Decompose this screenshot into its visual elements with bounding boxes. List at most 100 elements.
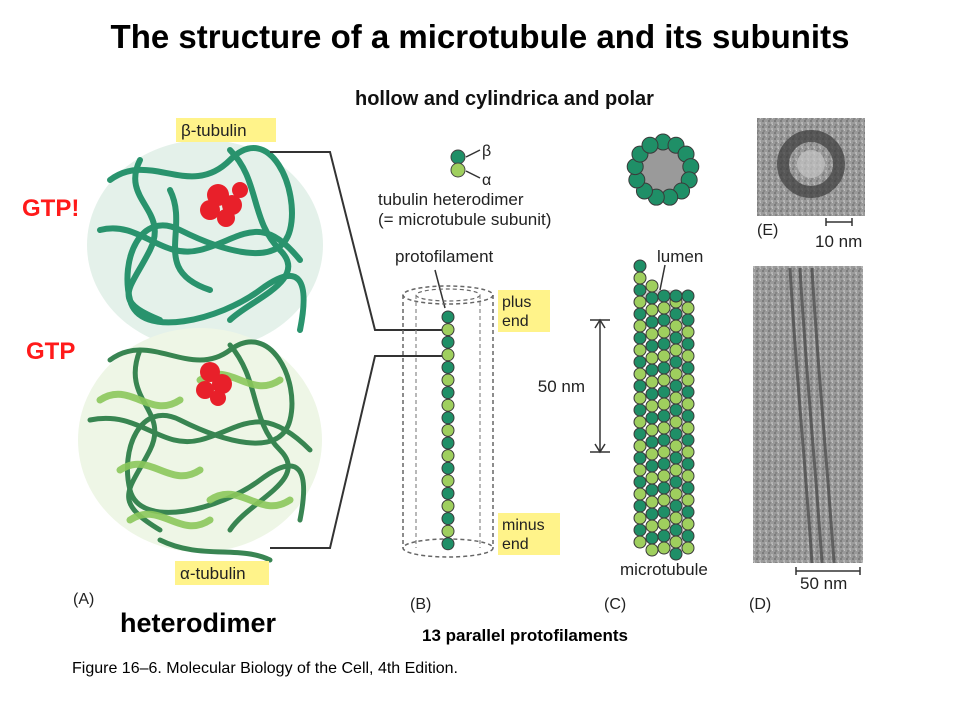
plus-end-label: plus bbox=[502, 294, 531, 311]
tubulin-bead bbox=[681, 385, 695, 399]
tubulin-bead bbox=[681, 349, 695, 363]
tubulin-bead bbox=[633, 379, 647, 393]
tubulin-bead bbox=[441, 423, 455, 437]
microtubule-diagram: lumen 50 nm microtubule bbox=[538, 133, 708, 579]
tubulin-bead bbox=[633, 451, 647, 465]
panel-c-label: (C) bbox=[604, 596, 626, 613]
page-title: The structure of a microtubule and its s… bbox=[110, 18, 850, 55]
tubulin-bead bbox=[645, 459, 659, 473]
tubulin-bead bbox=[681, 493, 695, 507]
protofilament-label: protofilament bbox=[395, 247, 494, 266]
microtubule-lattice bbox=[633, 259, 695, 561]
tubulin-bead bbox=[633, 487, 647, 501]
lumen-label: lumen bbox=[657, 247, 703, 266]
tubulin-bead bbox=[633, 439, 647, 453]
alpha-tubulin-label: α-tubulin bbox=[180, 564, 246, 583]
tubulin-bead bbox=[441, 524, 455, 538]
tubulin-bead bbox=[657, 373, 671, 387]
heterodimer-label: tubulin heterodimer bbox=[378, 190, 524, 209]
tubulin-bead bbox=[645, 375, 659, 389]
tubulin-bead bbox=[645, 447, 659, 461]
tubulin-bead bbox=[645, 315, 659, 329]
tubulin-bead bbox=[441, 537, 455, 551]
tubulin-bead bbox=[657, 505, 671, 519]
length-scale-arrow bbox=[590, 318, 610, 454]
tubulin-bead bbox=[633, 319, 647, 333]
panel-a-label: (A) bbox=[73, 591, 94, 608]
tubulin-bead bbox=[681, 457, 695, 471]
tubulin-ribbon-model bbox=[78, 140, 323, 563]
subtitle-note: hollow and cylindrica and polar bbox=[355, 88, 654, 110]
cross-section-ring bbox=[626, 133, 700, 206]
tubulin-bead bbox=[669, 319, 683, 333]
tubulin-bead bbox=[657, 313, 671, 327]
tubulin-bead bbox=[441, 449, 455, 463]
protofilaments-note: 13 parallel protofilaments bbox=[422, 626, 628, 645]
tubulin-bead bbox=[669, 523, 683, 537]
tubulin-bead bbox=[633, 331, 647, 345]
tubulin-bead bbox=[645, 423, 659, 437]
tubulin-bead bbox=[645, 351, 659, 365]
tubulin-bead bbox=[681, 517, 695, 531]
tubulin-bead bbox=[633, 523, 647, 537]
tubulin-bead bbox=[645, 519, 659, 533]
tubulin-bead bbox=[633, 499, 647, 513]
tubulin-bead bbox=[645, 291, 659, 305]
tubulin-bead bbox=[681, 313, 695, 327]
tubulin-bead bbox=[645, 339, 659, 353]
tubulin-bead bbox=[681, 289, 695, 303]
tubulin-bead bbox=[441, 411, 455, 425]
tubulin-bead bbox=[669, 535, 683, 549]
tubulin-bead bbox=[669, 379, 683, 393]
tubulin-bead bbox=[681, 373, 695, 387]
tubulin-bead bbox=[441, 323, 455, 337]
tubulin-bead bbox=[681, 397, 695, 411]
length-label: 50 nm bbox=[538, 377, 585, 396]
tubulin-bead bbox=[657, 301, 671, 315]
panel-b-label: (B) bbox=[410, 596, 431, 613]
tubulin-bead bbox=[645, 507, 659, 521]
tubulin-bead bbox=[633, 283, 647, 297]
tubulin-bead bbox=[645, 495, 659, 509]
minus-end-label-box bbox=[498, 513, 560, 555]
tubulin-bead bbox=[669, 331, 683, 345]
tubulin-bead bbox=[657, 289, 671, 303]
tubulin-bead bbox=[669, 487, 683, 501]
tubulin-bead bbox=[681, 445, 695, 459]
tubulin-bead bbox=[681, 481, 695, 495]
tubulin-bead bbox=[669, 289, 683, 303]
tubulin-bead bbox=[681, 325, 695, 339]
tubulin-bead bbox=[633, 307, 647, 321]
minus-end-label: minus bbox=[502, 517, 545, 534]
beta-tubulin-label-box bbox=[176, 118, 276, 142]
tubulin-bead bbox=[669, 427, 683, 441]
tubulin-bead bbox=[657, 517, 671, 531]
tubulin-bead bbox=[633, 427, 647, 441]
tubulin-bead bbox=[645, 543, 659, 557]
tubulin-bead bbox=[657, 409, 671, 423]
tubulin-bead bbox=[669, 307, 683, 321]
tubulin-bead bbox=[441, 373, 455, 387]
tubulin-bead bbox=[669, 343, 683, 357]
alpha-symbol: α bbox=[482, 172, 491, 189]
heterodimer-note: heterodimer bbox=[120, 608, 277, 638]
tubulin-bead bbox=[657, 445, 671, 459]
tubulin-bead bbox=[441, 436, 455, 450]
tubulin-bead bbox=[657, 421, 671, 435]
tubulin-bead bbox=[657, 349, 671, 363]
tubulin-bead bbox=[441, 486, 455, 500]
figure-caption: Figure 16–6. Molecular Biology of the Ce… bbox=[72, 660, 458, 677]
connector-lines bbox=[270, 151, 445, 549]
tubulin-bead bbox=[669, 403, 683, 417]
tubulin-bead bbox=[681, 529, 695, 543]
tubulin-bead bbox=[657, 397, 671, 411]
tubulin-bead bbox=[669, 367, 683, 381]
tubulin-bead bbox=[657, 385, 671, 399]
tubulin-bead bbox=[669, 391, 683, 405]
tubulin-bead bbox=[441, 499, 455, 513]
tubulin-bead bbox=[657, 529, 671, 543]
tubulin-bead bbox=[681, 505, 695, 519]
tubulin-bead bbox=[633, 415, 647, 429]
tubulin-bead bbox=[641, 136, 659, 154]
tubulin-bead bbox=[681, 421, 695, 435]
